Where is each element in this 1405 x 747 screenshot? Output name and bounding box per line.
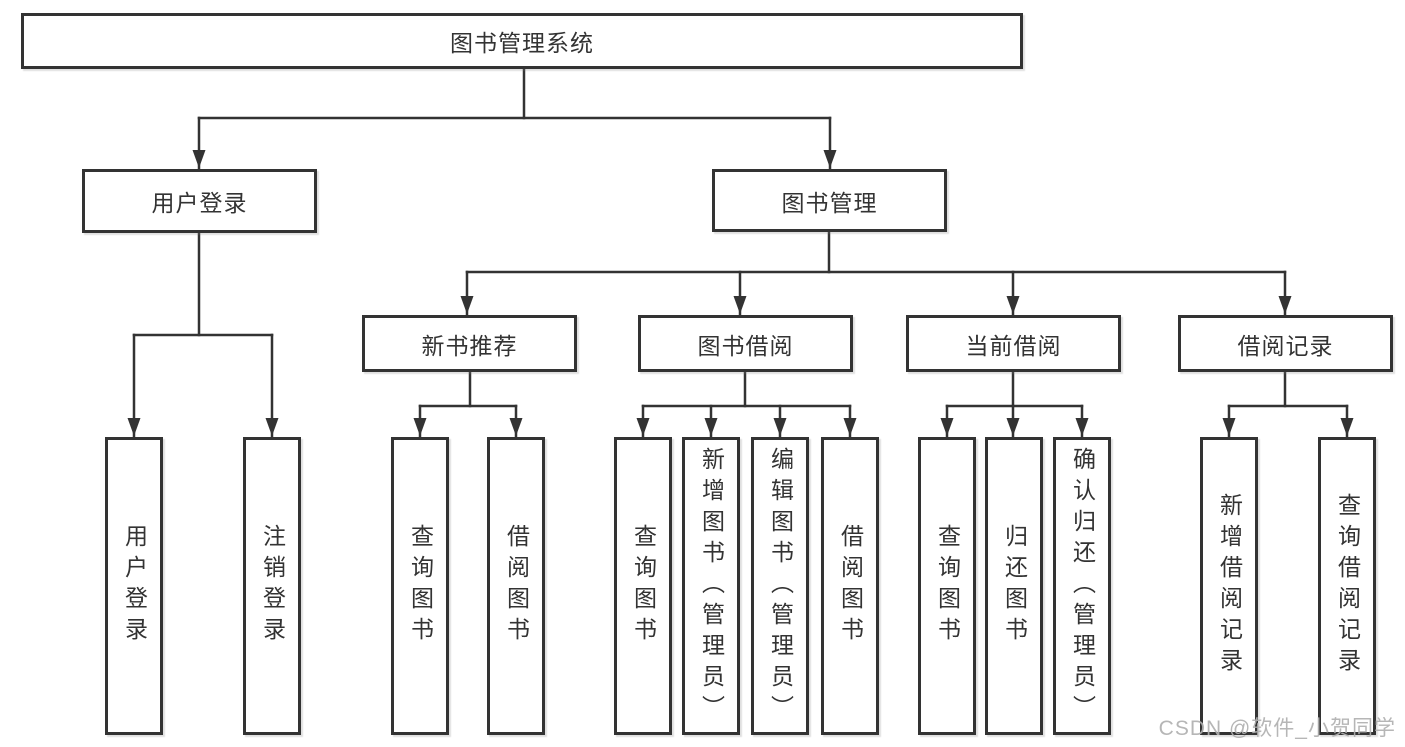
node-user-login: 用户登录 <box>82 169 317 233</box>
leaf-label: 注销登录 <box>259 524 286 648</box>
edge-root-to-level2 <box>192 67 837 170</box>
leaf-label: 查询图书 <box>934 524 961 648</box>
node-library-management-system: 图书管理系统 <box>21 13 1023 69</box>
leaf-label: 新增借阅记录 <box>1216 493 1243 679</box>
node-book-borrow: 图书借阅 <box>638 315 853 372</box>
leaf-label: 归还图书 <box>1001 524 1028 648</box>
leaf-query-book: 查询图书 <box>614 437 672 735</box>
edge-book-management-to-level3 <box>460 230 1292 316</box>
edge-current-borrow-to-leaves <box>940 370 1089 438</box>
leaf-query-book: 查询图书 <box>918 437 976 735</box>
node-borrow-record: 借阅记录 <box>1178 315 1393 372</box>
leaf-query-borrow-record: 查询借阅记录 <box>1318 437 1376 735</box>
leaf-borrow-book: 借阅图书 <box>821 437 879 735</box>
leaf-confirm-return-admin: 确认归还（管理员） <box>1053 437 1111 735</box>
leaf-label: 新增图书（管理员） <box>698 446 725 726</box>
leaf-add-borrow-record: 新增借阅记录 <box>1200 437 1258 735</box>
edge-user-login-to-leaves <box>127 231 279 438</box>
edge-borrow-record-to-leaves <box>1222 370 1354 438</box>
leaf-add-book-admin: 新增图书（管理员） <box>682 437 740 735</box>
leaf-label: 查询图书 <box>407 524 434 648</box>
edge-new-book-recommend-to-leaves <box>413 370 523 438</box>
leaf-query-book: 查询图书 <box>391 437 449 735</box>
edge-book-borrow-to-leaves <box>636 370 857 438</box>
leaf-user-login: 用户登录 <box>105 437 163 735</box>
node-new-book-recommend: 新书推荐 <box>362 315 577 372</box>
leaf-label: 借阅图书 <box>503 524 530 648</box>
leaf-label: 查询图书 <box>630 524 657 648</box>
leaf-label: 用户登录 <box>121 524 148 648</box>
leaf-edit-book-admin: 编辑图书（管理员） <box>751 437 809 735</box>
leaf-label: 确认归还（管理员） <box>1069 446 1096 726</box>
leaf-return-book: 归还图书 <box>985 437 1043 735</box>
leaf-borrow-book: 借阅图书 <box>487 437 545 735</box>
node-current-borrow: 当前借阅 <box>906 315 1121 372</box>
leaf-logout-login: 注销登录 <box>243 437 301 735</box>
csdn-watermark: CSDN @软件_小贺同学 <box>1158 717 1396 740</box>
leaf-label: 编辑图书（管理员） <box>767 446 794 726</box>
leaf-label: 借阅图书 <box>837 524 864 648</box>
node-book-management: 图书管理 <box>712 169 947 232</box>
leaf-label: 查询借阅记录 <box>1334 493 1361 679</box>
